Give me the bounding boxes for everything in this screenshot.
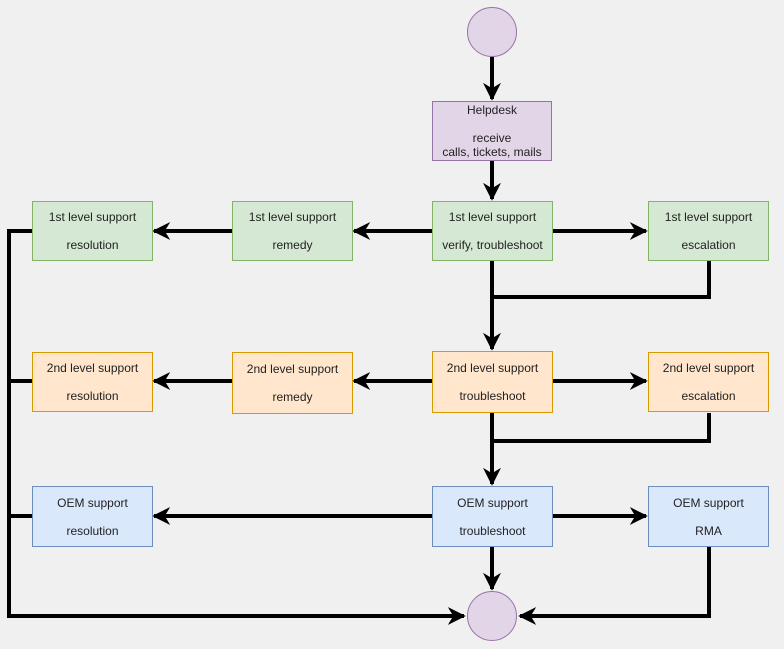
node-subtitle: resolution — [66, 238, 119, 252]
level2-remedy-node: 2nd level support remedy — [232, 352, 353, 414]
node-subtitle: resolution — [66, 523, 119, 538]
node-title: 1st level support — [48, 210, 137, 224]
level1-remedy-node: 1st level support remedy — [232, 201, 353, 261]
node-title: 2nd level support — [46, 361, 139, 375]
node-subtitle: remedy — [272, 238, 313, 252]
level2-resolution-node: 2nd level support resolution — [32, 352, 153, 412]
level1-escalation-node: 1st level support escalation — [648, 201, 769, 261]
oem-resolution-node: OEM support resolution — [32, 486, 153, 547]
edge-escalation2-merge — [492, 413, 711, 443]
oem-rma-node: OEM support RMA — [648, 486, 769, 547]
node-subtitle: troubleshoot — [459, 523, 526, 538]
helpdesk-title: Helpdesk — [466, 103, 518, 117]
node-subtitle: verify, troubleshoot — [442, 238, 543, 252]
helpdesk-line2: receive — [472, 131, 512, 145]
node-title: 2nd level support — [246, 362, 339, 376]
edge-left-bus-end — [7, 229, 466, 625]
level2-escalation-node: 2nd level support escalation — [648, 352, 769, 412]
node-subtitle: escalation — [681, 389, 736, 403]
oem-troubleshoot-node: OEM support troubleshoot — [432, 486, 553, 547]
node-title: 2nd level support — [662, 361, 755, 375]
helpdesk-node: Helpdesk receive calls, tickets, mails — [432, 101, 552, 161]
node-title: 1st level support — [248, 210, 337, 224]
node-title: OEM support — [673, 495, 744, 510]
level1-verify-node: 1st level support verify, troubleshoot — [432, 201, 553, 261]
level2-troubleshoot-node: 2nd level support troubleshoot — [432, 351, 553, 413]
node-subtitle: escalation — [681, 238, 736, 252]
node-title: 2nd level support — [446, 361, 539, 375]
node-title: OEM support — [57, 495, 128, 510]
helpdesk-line3: calls, tickets, mails — [442, 145, 542, 159]
edge-escalation1-merge — [492, 261, 711, 299]
end-node — [467, 591, 517, 641]
start-node — [467, 7, 517, 57]
node-subtitle: RMA — [695, 523, 722, 538]
level1-resolution-node: 1st level support resolution — [32, 201, 153, 261]
node-subtitle: troubleshoot — [459, 389, 526, 403]
node-title: 1st level support — [664, 210, 753, 224]
node-subtitle: remedy — [272, 390, 313, 404]
node-title: 1st level support — [448, 210, 537, 224]
node-subtitle: resolution — [66, 389, 119, 403]
node-title: OEM support — [457, 495, 528, 510]
edge-rma-end — [518, 547, 711, 625]
